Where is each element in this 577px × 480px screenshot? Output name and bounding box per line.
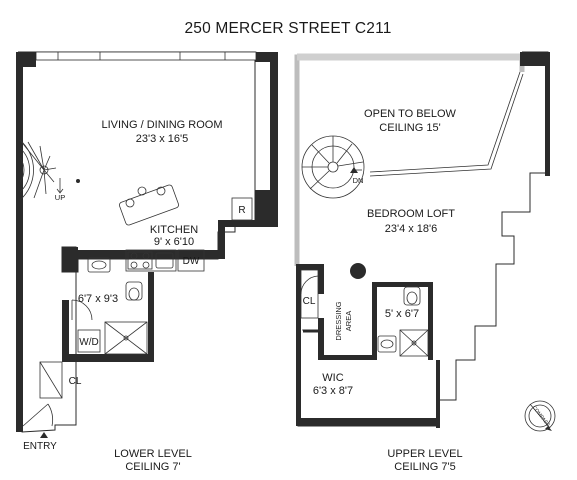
kitchen-counter — [125, 249, 205, 272]
washer-dryer-label: W/D — [79, 337, 98, 348]
lower-level-plan: UP R LIVING / DINING ROOM 23'3 x 16'5 KI… — [16, 51, 278, 473]
loft-railing — [369, 71, 521, 173]
lower-ceiling-label: CEILING 7' — [125, 461, 180, 473]
lower-closet-label: CL — [69, 376, 82, 387]
upper-east-wall — [545, 52, 550, 176]
open-to-below-label: OPEN TO BELOW — [364, 108, 457, 120]
lower-counter-wall — [78, 250, 225, 259]
lower-west-wall — [16, 52, 23, 432]
upper-level-plan: DN OPEN TO BELOW CEILING 15' BEDROOM LOF… — [294, 51, 550, 473]
upper-bath-north-wall — [372, 282, 432, 287]
kitchen-dims: 9' x 6'10 — [154, 236, 194, 248]
upper-ne-pier — [520, 52, 550, 66]
lower-bath-east-wall — [148, 272, 154, 362]
upper-bath-dims: 5' x 6'7 — [385, 308, 419, 320]
open-ceiling-label: CEILING 15' — [379, 122, 440, 134]
lower-column-dot — [76, 179, 80, 183]
upper-bathroom — [377, 286, 429, 357]
lower-bathroom — [71, 257, 148, 355]
lower-stair-label: UP — [55, 193, 65, 202]
upper-closet-divider — [318, 264, 324, 294]
bedroom-name: BEDROOM LOFT — [367, 208, 455, 220]
upper-column — [350, 263, 366, 279]
upper-west-wall — [296, 264, 301, 426]
upper-bath-west-wall — [372, 282, 377, 360]
refrigerator — [231, 197, 253, 221]
compass-icon: COMPASS — [524, 400, 556, 432]
living-dining-dims: 23'3 x 16'5 — [136, 133, 189, 145]
entry-door — [22, 403, 49, 427]
upper-stair-label: DN — [353, 176, 364, 185]
upper-south-wall — [298, 418, 440, 426]
upper-level-label: UPPER LEVEL — [387, 448, 462, 460]
lower-north-wall-east — [255, 52, 278, 62]
lower-spiral-stair — [19, 139, 64, 201]
entry-label: ENTRY — [23, 441, 57, 452]
upper-spiral-stair — [301, 135, 365, 199]
upper-closet-label: CL — [303, 296, 316, 307]
upper-ceiling-label: CEILING 7'5 — [394, 461, 455, 473]
living-dining-name: LIVING / DINING ROOM — [101, 119, 222, 131]
wic-dims: 6'3 x 8'7 — [313, 385, 353, 397]
upper-wic-partition — [318, 318, 324, 360]
lower-bath-west-wall — [62, 300, 69, 360]
upper-wic-north-wall — [324, 355, 372, 360]
lower-bath-dims: 6'7 x 9'3 — [78, 293, 118, 305]
upper-bath-east-wall — [428, 282, 433, 360]
lower-level-label: LOWER LEVEL — [114, 448, 192, 460]
dressing-label-line2: AREA — [344, 311, 353, 331]
refrigerator-label: R — [238, 205, 245, 216]
dressing-label-line1: DRESSING — [334, 301, 343, 340]
upper-east-lower-wall — [436, 360, 440, 428]
lower-kitchen-end — [218, 220, 225, 259]
upper-wic-top-wall — [296, 264, 318, 270]
dishwasher-label: DW — [183, 256, 200, 267]
washer-dryer — [77, 329, 101, 353]
kitchen-name: KITCHEN — [150, 224, 198, 236]
lower-nw-pier — [16, 52, 36, 67]
wic-name: WIC — [322, 372, 343, 384]
lower-bath-corner — [62, 247, 78, 272]
lower-bath-south-wall — [62, 354, 154, 362]
entry-arrow-icon — [40, 432, 48, 438]
lower-north-windows — [35, 51, 257, 61]
kitchen-island — [119, 184, 179, 226]
bedroom-dims: 23'4 x 18'6 — [385, 223, 438, 235]
lower-east-wall — [270, 52, 278, 227]
lower-closet — [39, 361, 63, 399]
lower-kitchen-wall — [218, 220, 278, 227]
lower-east-pier — [255, 190, 278, 227]
plan-title: 250 MERCER STREET C211 — [184, 20, 391, 37]
upper-closet — [300, 269, 319, 319]
